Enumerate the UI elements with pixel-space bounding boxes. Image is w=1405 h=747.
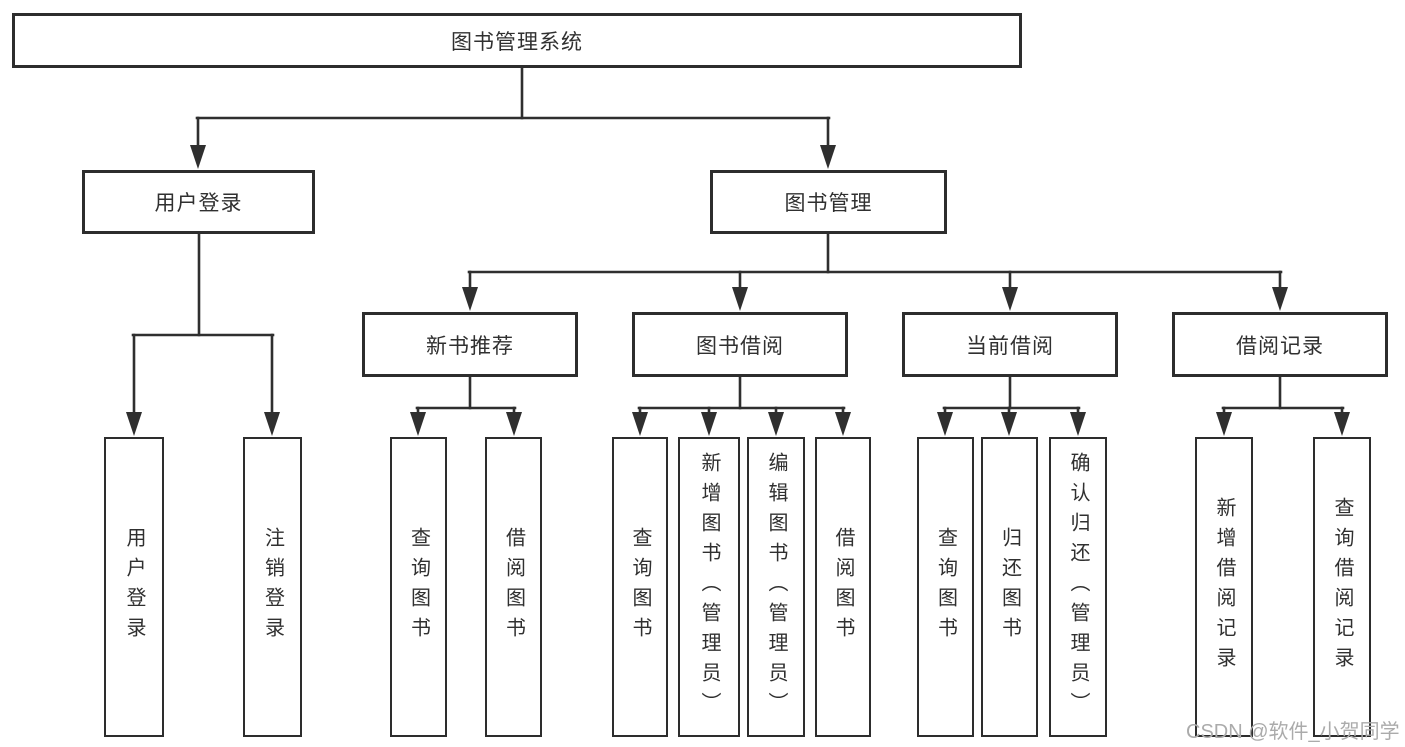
leaf-logout-label: 注销登录 bbox=[261, 527, 284, 647]
connector-arrowhead bbox=[410, 412, 426, 436]
connector-arrowhead bbox=[768, 412, 784, 436]
connector-arrowhead bbox=[632, 412, 648, 436]
node-book-borrowing-label: 图书借阅 bbox=[696, 334, 784, 358]
connector-arrowhead bbox=[264, 412, 280, 436]
node-borrowing-records: 借阅记录 bbox=[1172, 312, 1388, 377]
connector-arrowhead bbox=[701, 412, 717, 436]
leaf-add-borrow-record-label: 新增借阅记录 bbox=[1213, 497, 1235, 677]
connector-arrowhead bbox=[1272, 287, 1288, 311]
leaf-add-book-admin-label: 新增图书（管理员） bbox=[698, 452, 720, 722]
node-root-label: 图书管理系统 bbox=[451, 30, 583, 54]
leaf-query-books-current: 查询图书 bbox=[917, 437, 974, 737]
connector-arrowhead bbox=[1216, 412, 1232, 436]
leaf-user-login: 用户登录 bbox=[104, 437, 164, 737]
node-new-book-recommendation-label: 新书推荐 bbox=[426, 334, 514, 358]
connector-arrowhead bbox=[732, 287, 748, 311]
leaf-borrow-books-recommend-label: 借阅图书 bbox=[502, 527, 525, 647]
leaf-borrow-books-recommend: 借阅图书 bbox=[485, 437, 542, 737]
connector-arrowhead bbox=[462, 287, 478, 311]
connector-arrowhead bbox=[835, 412, 851, 436]
leaf-add-book-admin: 新增图书（管理员） bbox=[678, 437, 740, 737]
csdn-watermark: CSDN @软件_小贺同学 bbox=[1186, 721, 1400, 743]
node-book-management-label: 图书管理 bbox=[784, 192, 873, 215]
connector-arrowhead bbox=[820, 145, 836, 169]
leaf-add-borrow-record: 新增借阅记录 bbox=[1195, 437, 1253, 737]
leaf-query-borrow-record-label: 查询借阅记录 bbox=[1331, 497, 1353, 677]
connector-arrowhead bbox=[937, 412, 953, 436]
node-current-borrowing-label: 当前借阅 bbox=[966, 334, 1054, 358]
connector-arrowhead bbox=[190, 145, 206, 169]
leaf-confirm-return-admin-label: 确认归还（管理员） bbox=[1067, 452, 1089, 722]
leaf-borrow-books-borrowing: 借阅图书 bbox=[815, 437, 871, 737]
node-book-management: 图书管理 bbox=[710, 170, 947, 234]
leaf-user-login-label: 用户登录 bbox=[123, 527, 145, 647]
leaf-query-books-recommend: 查询图书 bbox=[390, 437, 447, 737]
node-root: 图书管理系统 bbox=[12, 13, 1022, 68]
connector-arrowhead bbox=[126, 412, 142, 436]
leaf-return-books: 归还图书 bbox=[981, 437, 1038, 737]
leaf-edit-book-admin: 编辑图书（管理员） bbox=[747, 437, 805, 737]
leaf-return-books-label: 归还图书 bbox=[998, 527, 1021, 647]
node-current-borrowing: 当前借阅 bbox=[902, 312, 1118, 377]
connector-arrowhead bbox=[1334, 412, 1350, 436]
leaf-borrow-books-borrowing-label: 借阅图书 bbox=[832, 527, 854, 647]
connector-arrowhead bbox=[506, 412, 522, 436]
node-user-login: 用户登录 bbox=[82, 170, 315, 234]
connector-arrowhead bbox=[1001, 412, 1017, 436]
connector-arrowhead bbox=[1070, 412, 1086, 436]
leaf-edit-book-admin-label: 编辑图书（管理员） bbox=[765, 452, 787, 722]
node-borrowing-records-label: 借阅记录 bbox=[1236, 334, 1324, 358]
leaf-query-borrow-record: 查询借阅记录 bbox=[1313, 437, 1371, 737]
leaf-confirm-return-admin: 确认归还（管理员） bbox=[1049, 437, 1107, 737]
node-new-book-recommendation: 新书推荐 bbox=[362, 312, 578, 377]
node-user-login-label: 用户登录 bbox=[154, 192, 243, 215]
connector-arrowhead bbox=[1002, 287, 1018, 311]
leaf-query-books-borrowing: 查询图书 bbox=[612, 437, 668, 737]
leaf-logout: 注销登录 bbox=[243, 437, 302, 737]
node-book-borrowing: 图书借阅 bbox=[632, 312, 848, 377]
leaf-query-books-recommend-label: 查询图书 bbox=[407, 527, 430, 647]
leaf-query-books-borrowing-label: 查询图书 bbox=[629, 527, 651, 647]
leaf-query-books-current-label: 查询图书 bbox=[934, 527, 957, 647]
